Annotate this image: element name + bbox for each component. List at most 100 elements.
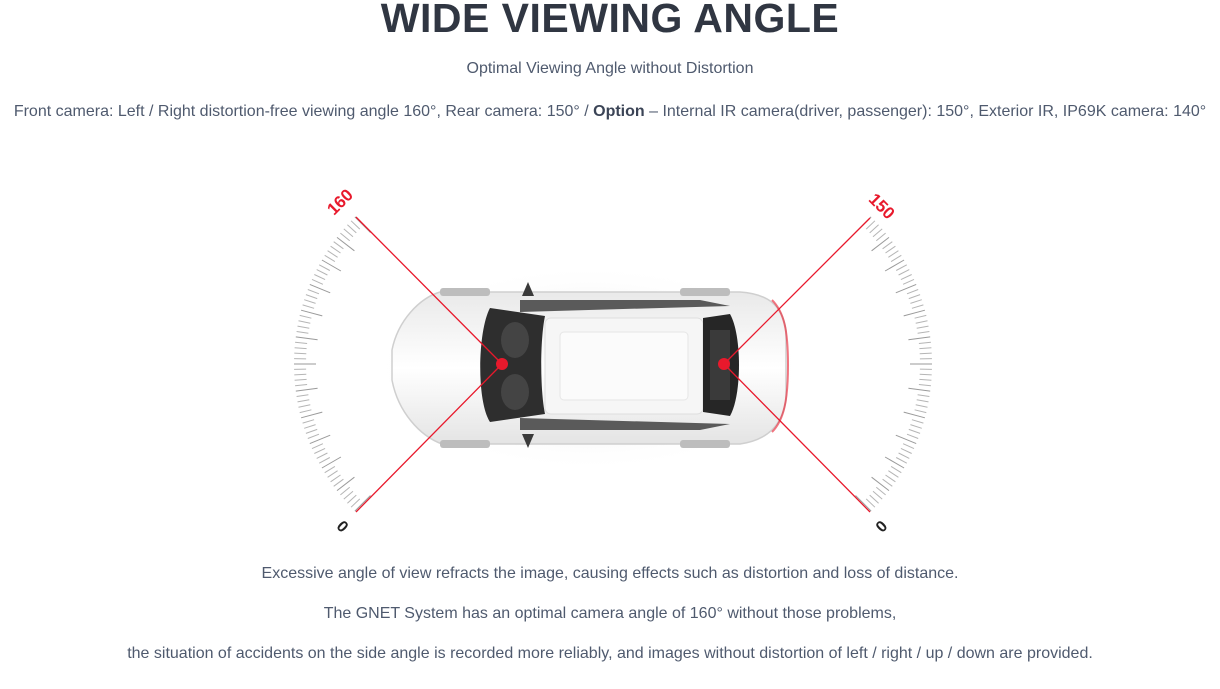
rear-gauge-ticks bbox=[855, 216, 932, 512]
description-line-2: The GNET System has an optimal camera an… bbox=[323, 605, 897, 622]
gauge-tick bbox=[914, 409, 927, 414]
gauge-tick bbox=[911, 304, 924, 309]
gauge-tick bbox=[875, 486, 886, 496]
gauge-tick bbox=[299, 409, 312, 414]
gauge-tick bbox=[872, 490, 883, 500]
gauge-tick bbox=[302, 304, 315, 309]
description-line-3: the situation of accidents on the side a… bbox=[127, 645, 1093, 662]
gauge-tick bbox=[307, 433, 320, 439]
gauge-tick bbox=[294, 378, 307, 381]
gauge-tick bbox=[916, 325, 929, 329]
gauge-tick bbox=[314, 274, 326, 281]
gauge-tick bbox=[340, 486, 351, 496]
gauge-tick bbox=[882, 478, 893, 487]
gauge-tick bbox=[318, 457, 331, 464]
gauge-tick bbox=[294, 352, 307, 355]
gauge-tick bbox=[296, 394, 309, 397]
gauge-tick bbox=[908, 387, 931, 392]
gauge-tick bbox=[908, 336, 931, 341]
front-gauge-max-label: 160 bbox=[323, 185, 356, 218]
gauge-tick bbox=[297, 325, 310, 329]
gauge-tick bbox=[316, 269, 328, 276]
gauge-tick bbox=[350, 498, 361, 508]
gauge-tick bbox=[298, 320, 311, 324]
gauge-tick bbox=[321, 259, 342, 272]
gauge-tick bbox=[895, 434, 917, 445]
gauge-tick bbox=[294, 373, 307, 376]
gauge-tick bbox=[336, 476, 355, 491]
gauge-tick bbox=[919, 373, 932, 376]
gauge-tick bbox=[305, 428, 318, 434]
gauge-tick bbox=[314, 447, 326, 454]
gauge-tick bbox=[343, 228, 354, 238]
gauge-tick bbox=[885, 245, 896, 254]
rear-camera-angle-lines bbox=[718, 217, 871, 513]
gauge-tick bbox=[885, 474, 896, 483]
gauge-tick bbox=[915, 404, 928, 408]
gauge-tick bbox=[900, 447, 912, 454]
gauge-tick bbox=[890, 465, 902, 474]
rear-camera-dot bbox=[718, 358, 730, 370]
rear-gauge-min-label: 0 bbox=[873, 518, 891, 536]
gauge-tick bbox=[300, 411, 323, 419]
gauge-tick bbox=[888, 250, 899, 258]
gauge-tick bbox=[327, 470, 338, 478]
gauge-tick bbox=[333, 478, 344, 487]
specs-option-label: Option bbox=[593, 103, 645, 120]
gauge-tick bbox=[884, 259, 905, 272]
gauge-tick bbox=[297, 399, 310, 403]
gauge-tick bbox=[908, 428, 921, 434]
gauge-tick bbox=[318, 264, 331, 271]
gauge-tick bbox=[872, 228, 883, 238]
gauge-tick bbox=[305, 294, 318, 300]
gauge-tick bbox=[875, 232, 886, 242]
gauge-tick bbox=[324, 254, 336, 263]
gauge-tick bbox=[895, 457, 908, 464]
gauge-tick bbox=[296, 331, 309, 334]
gauge-tick bbox=[898, 452, 910, 459]
gauge-tick bbox=[311, 278, 324, 285]
gauge-tick bbox=[295, 387, 318, 392]
gauge-tick bbox=[906, 433, 919, 439]
gauge-tick bbox=[324, 465, 336, 474]
gauge-tick bbox=[898, 269, 910, 276]
gauge-tick bbox=[916, 399, 929, 403]
gauge-tick bbox=[302, 419, 315, 424]
gauge-tick bbox=[919, 347, 932, 350]
gauge-tick bbox=[309, 283, 331, 294]
front-gauge-min-label: 0 bbox=[333, 518, 351, 536]
gauge-tick bbox=[299, 314, 312, 319]
gauge-tick bbox=[300, 309, 323, 317]
car-illustration bbox=[370, 263, 810, 473]
gauge-tick bbox=[295, 384, 308, 387]
front-gauge-ticks bbox=[294, 216, 371, 512]
gauge-tick bbox=[919, 378, 932, 381]
page-title: WIDE VIEWING ANGLE bbox=[380, 0, 840, 41]
gauge-tick bbox=[895, 283, 917, 294]
gauge-tick bbox=[354, 495, 371, 512]
gauge-tick bbox=[309, 434, 331, 445]
gauge-tick bbox=[910, 424, 922, 429]
gauge-tick bbox=[918, 341, 931, 344]
specs-text-part1: Front camera: Left / Right distortion-fr… bbox=[13, 103, 594, 120]
gauge-tick bbox=[908, 294, 921, 300]
camera-specs: Front camera: Left / Right distortion-fr… bbox=[10, 100, 1210, 124]
gauge-tick bbox=[903, 309, 926, 317]
gauge-tick bbox=[333, 241, 344, 250]
gauge-tick bbox=[316, 452, 328, 459]
gauge-tick bbox=[343, 490, 354, 500]
gauge-tick bbox=[871, 476, 890, 491]
gauge-tick bbox=[895, 264, 908, 271]
gauge-tick bbox=[340, 232, 351, 242]
gauge-tick bbox=[330, 474, 341, 483]
gauge-tick bbox=[903, 411, 926, 419]
gauge-tick bbox=[869, 224, 879, 234]
gauge-tick bbox=[902, 278, 915, 285]
front-camera-dot bbox=[496, 358, 508, 370]
gauge-tick bbox=[890, 254, 902, 263]
gauge-tick bbox=[855, 495, 872, 512]
gauge-tick bbox=[295, 336, 318, 341]
page-subtitle: Optimal Viewing Angle without Distortion bbox=[466, 60, 754, 77]
gauge-tick bbox=[917, 394, 930, 397]
gauge-tick bbox=[915, 320, 928, 324]
